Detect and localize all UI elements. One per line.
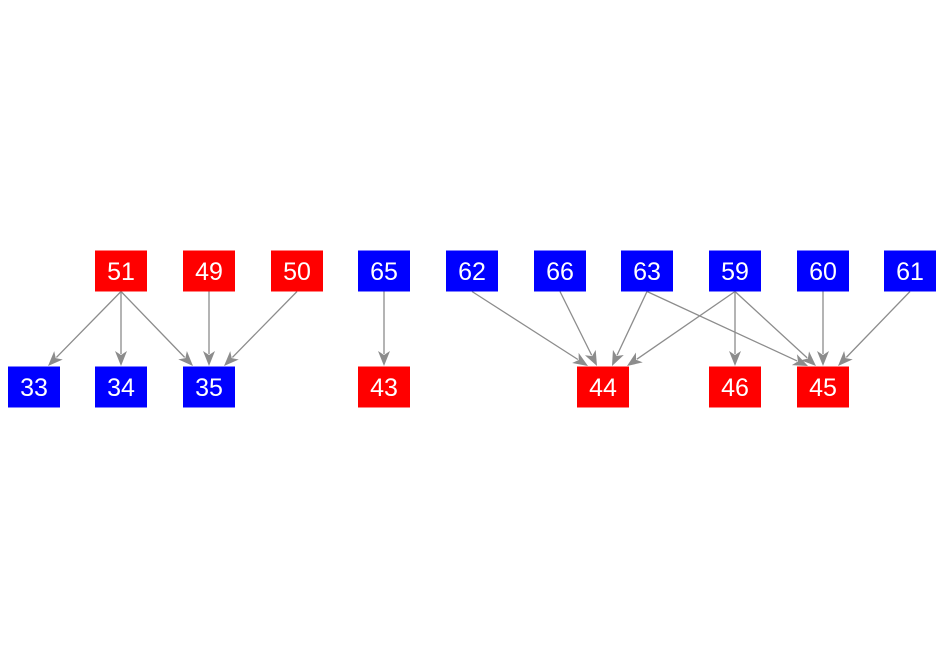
edge-49-35 xyxy=(203,291,215,366)
node-60: 60 xyxy=(797,250,849,292)
node-label: 65 xyxy=(370,258,398,286)
node-label: 44 xyxy=(589,374,617,402)
arrowhead-icon xyxy=(729,351,741,366)
node-46: 46 xyxy=(709,366,761,408)
edge-line xyxy=(471,290,579,361)
node-63: 63 xyxy=(621,250,673,292)
edge-61-45 xyxy=(838,291,911,366)
arrowhead-icon xyxy=(838,351,853,366)
edge-line xyxy=(231,291,298,358)
node-33: 33 xyxy=(8,366,60,408)
node-label: 45 xyxy=(809,374,837,402)
arrowhead-icon xyxy=(584,349,597,366)
node-box xyxy=(621,250,673,292)
node-label: 63 xyxy=(633,258,661,286)
edge-62-44 xyxy=(471,290,588,366)
node-label: 62 xyxy=(458,258,486,286)
edge-51-34 xyxy=(115,291,127,366)
node-box xyxy=(95,250,147,292)
node-box xyxy=(271,250,323,292)
nodes-layer: 51 49 50 65 62 66 63 59 60 61 33 34 35 43 44 46 45 xyxy=(8,250,936,408)
edge-59-46 xyxy=(729,291,741,366)
node-label: 46 xyxy=(721,374,749,402)
edge-63-44 xyxy=(612,291,648,366)
arrowhead-icon xyxy=(178,351,193,366)
node-label: 33 xyxy=(20,374,48,402)
node-66: 66 xyxy=(534,250,586,292)
node-label: 43 xyxy=(370,374,398,402)
node-box xyxy=(8,366,60,408)
arrowhead-icon xyxy=(378,351,390,366)
arrowhead-icon xyxy=(817,351,829,366)
node-61: 61 xyxy=(884,250,936,292)
node-59: 59 xyxy=(709,250,761,292)
node-box xyxy=(183,366,235,408)
arrowhead-icon xyxy=(224,351,239,366)
node-35: 35 xyxy=(183,366,235,408)
edge-51-35 xyxy=(120,291,193,366)
node-label: 66 xyxy=(546,258,574,286)
node-label: 51 xyxy=(107,258,135,286)
edge-65-43 xyxy=(378,291,390,366)
arrowhead-icon xyxy=(572,352,588,366)
arrowhead-icon xyxy=(791,354,808,366)
edge-50-35 xyxy=(224,291,298,366)
edge-line xyxy=(845,291,911,358)
edge-60-45 xyxy=(817,291,829,366)
node-box xyxy=(446,250,498,292)
node-62: 62 xyxy=(446,250,498,292)
edge-line xyxy=(559,291,593,356)
node-label: 61 xyxy=(896,258,924,286)
arrowhead-icon xyxy=(612,349,624,366)
node-label: 35 xyxy=(195,374,223,402)
edges-layer xyxy=(48,290,911,366)
node-label: 49 xyxy=(195,258,223,286)
node-label: 34 xyxy=(107,374,135,402)
node-box xyxy=(183,250,235,292)
node-box xyxy=(884,250,936,292)
edge-59-44 xyxy=(627,290,736,366)
node-44: 44 xyxy=(577,366,629,408)
edge-63-45 xyxy=(646,290,808,366)
node-box xyxy=(358,250,410,292)
node-box xyxy=(709,250,761,292)
node-label: 59 xyxy=(721,258,749,286)
edge-line xyxy=(636,290,736,360)
arrowhead-icon xyxy=(48,351,63,366)
node-43: 43 xyxy=(358,366,410,408)
node-box xyxy=(709,366,761,408)
arrowhead-icon xyxy=(203,351,215,366)
node-49: 49 xyxy=(183,250,235,292)
arrowhead-icon xyxy=(115,351,127,366)
edge-59-45 xyxy=(734,291,816,366)
node-box xyxy=(577,366,629,408)
node-box xyxy=(95,366,147,408)
node-50: 50 xyxy=(271,250,323,292)
node-box xyxy=(797,366,849,408)
node-65: 65 xyxy=(358,250,410,292)
node-box xyxy=(358,366,410,408)
edge-line xyxy=(616,291,648,356)
node-45: 45 xyxy=(797,366,849,408)
node-label: 50 xyxy=(283,258,311,286)
edge-66-44 xyxy=(559,291,597,366)
node-34: 34 xyxy=(95,366,147,408)
node-box xyxy=(797,250,849,292)
arrowhead-icon xyxy=(800,351,816,366)
edge-51-33 xyxy=(48,291,122,366)
arrowhead-icon xyxy=(627,352,643,366)
node-51: 51 xyxy=(95,250,147,292)
node-label: 60 xyxy=(809,258,837,286)
node-box xyxy=(534,250,586,292)
edge-line xyxy=(646,290,798,362)
edge-line xyxy=(55,291,122,358)
edge-line xyxy=(120,291,186,358)
edge-line xyxy=(734,291,808,359)
